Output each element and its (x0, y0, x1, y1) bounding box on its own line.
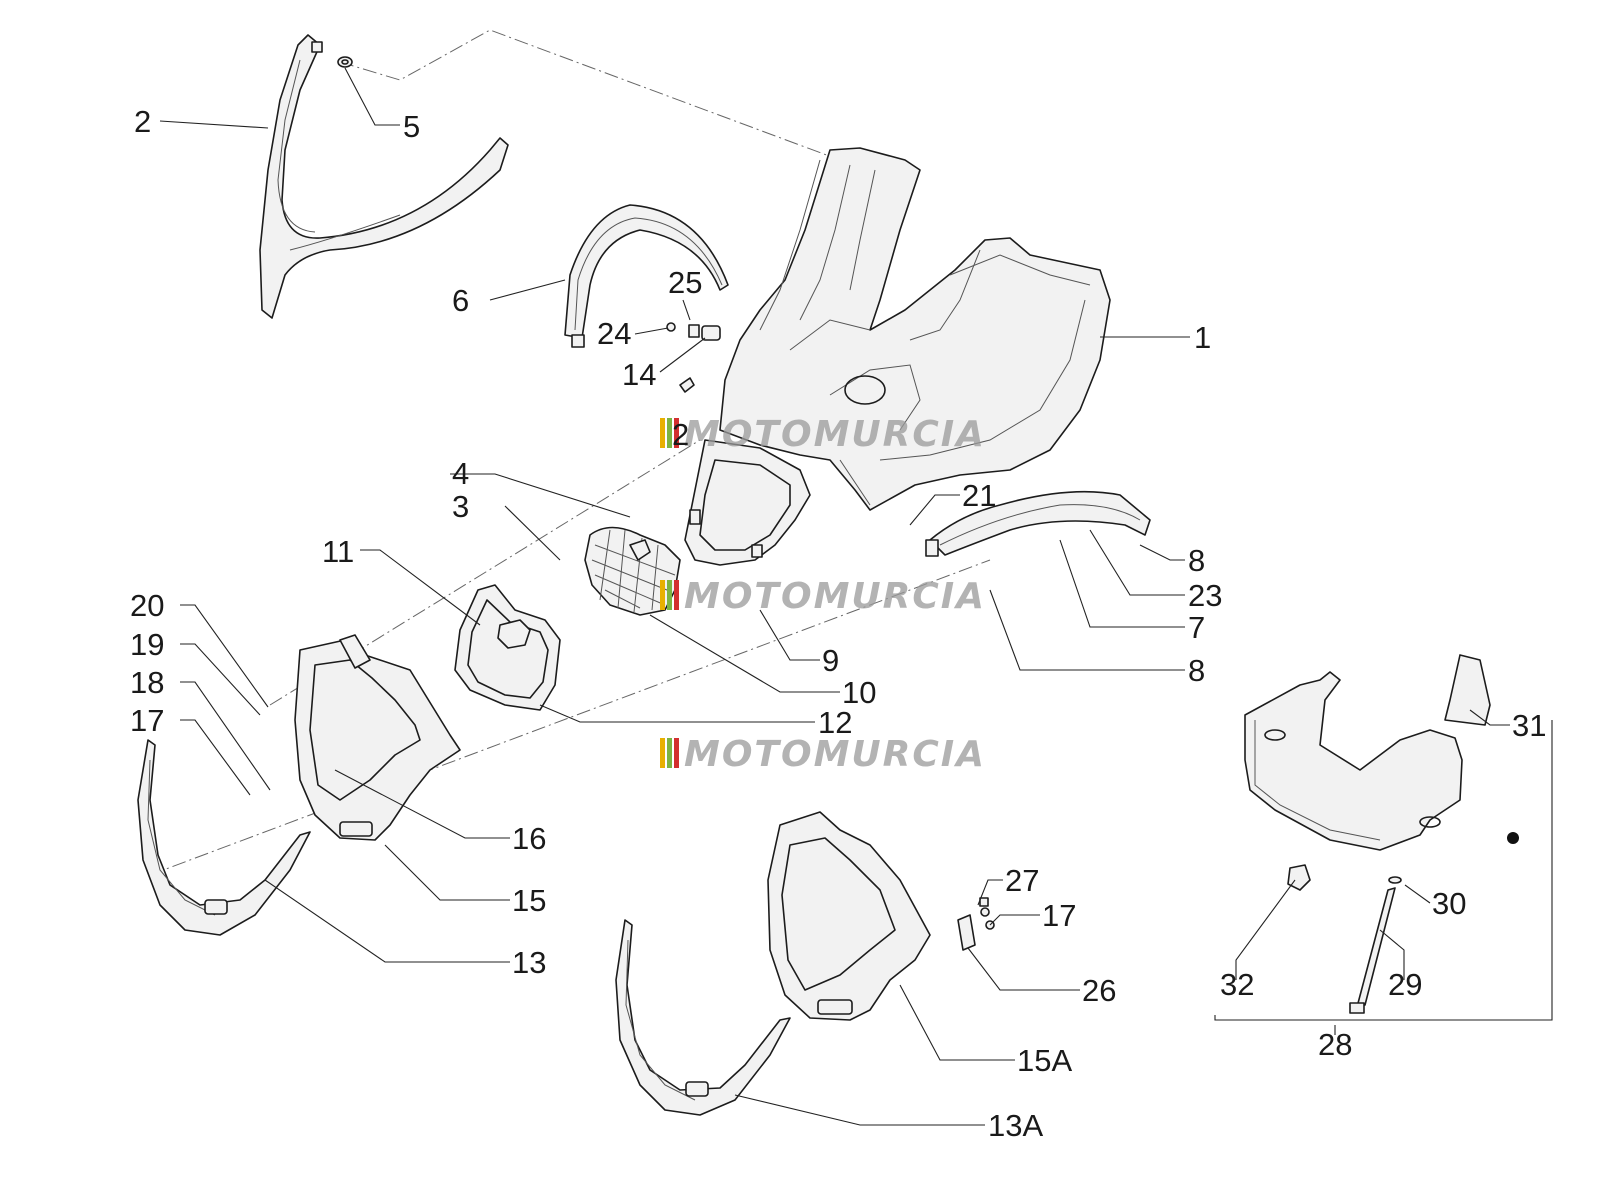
label-part: 7 (1188, 610, 1205, 645)
label-part: 2 (672, 417, 689, 452)
part-inner-frame-9 (684, 439, 811, 566)
label-part: 13A (988, 1108, 1043, 1143)
part-bracket-assembly-28 (1214, 654, 1553, 1021)
label-part: 16 (512, 821, 546, 856)
part-side-trim-7 (925, 490, 1151, 557)
label-part: 29 (1388, 967, 1422, 1002)
part-lower-cover-15A (767, 811, 931, 1021)
label-part: 15 (512, 883, 546, 918)
watermark-text-1: MOTOMURCIA (684, 414, 986, 455)
watermark-logo-2: MOTOMURCIA (660, 576, 986, 617)
watermark-text-3: MOTOMURCIA (684, 734, 986, 775)
part-lower-cover-15 (294, 634, 461, 841)
label-part: 1 (1194, 320, 1211, 355)
label-part: 21 (962, 478, 996, 513)
label-part: 24 (597, 316, 631, 351)
part-mesh-grille-10 (584, 526, 681, 616)
watermark-logo-3: MOTOMURCIA (660, 734, 986, 775)
label-part: 28 (1318, 1027, 1352, 1062)
label-part: 25 (668, 265, 702, 300)
watermark-logo-1: MOTOMURCIA (660, 414, 986, 455)
part-inner-trim-6 (564, 204, 729, 348)
leader-lines (159, 67, 1510, 1126)
label-part: 17 (1042, 898, 1076, 933)
label-part: 30 (1432, 886, 1466, 921)
label-part: 10 (842, 675, 876, 710)
label-part: 18 (130, 665, 164, 700)
part-lower-trim-13 (137, 739, 311, 936)
label-part: 8 (1188, 543, 1205, 578)
watermark-text-2: MOTOMURCIA (684, 576, 986, 617)
label-part: 2 (134, 104, 151, 139)
part-lower-trim-13A (615, 919, 791, 1116)
label-part: 27 (1005, 863, 1039, 898)
part-front-shield (719, 147, 1111, 511)
label-part: 15A (1017, 1043, 1072, 1078)
label-part: 9 (822, 643, 839, 678)
label-part: 5 (403, 109, 420, 144)
label-part: 19 (130, 627, 164, 662)
watermarks: MOTOMURCIA MOTOMURCIA MOTOMURCIA (660, 414, 986, 775)
label-part: 3 (452, 489, 469, 524)
label-part: 13 (512, 945, 546, 980)
label-part: 31 (1512, 708, 1546, 743)
label-part: 11 (322, 534, 354, 569)
label-part: 17 (130, 703, 164, 738)
label-part: 8 (1188, 653, 1205, 688)
label-part: 6 (452, 283, 469, 318)
part-trim-loop-12 (454, 584, 561, 711)
label-part: 32 (1220, 967, 1254, 1002)
part-windshield-trim (259, 34, 509, 319)
label-part: 12 (818, 705, 852, 740)
part-washer-5 (337, 56, 353, 68)
label-part: 14 (622, 357, 656, 392)
label-part: 26 (1082, 973, 1116, 1008)
part-bracket-26 (957, 897, 995, 951)
part-hardware-cluster (666, 322, 721, 393)
label-part: 20 (130, 588, 164, 623)
label-part: 4 (452, 456, 469, 491)
label-part: 23 (1188, 578, 1222, 613)
part-labels: 1 2 5 6 25 24 14 2 4 3 11 20 19 18 17 16… (130, 104, 1546, 1143)
